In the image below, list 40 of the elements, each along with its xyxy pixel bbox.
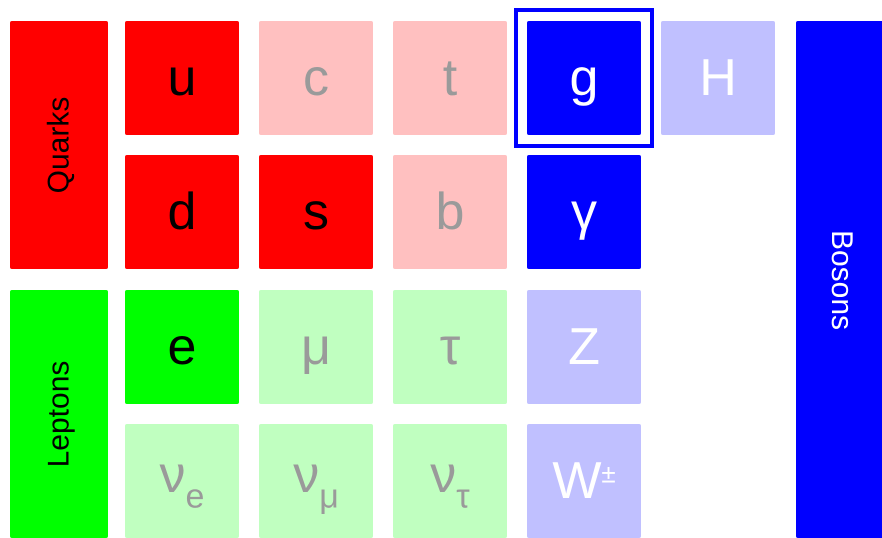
particle-tile (125, 424, 239, 538)
group-label: Leptons (42, 360, 76, 468)
group-band (10, 21, 108, 269)
particle-symbol: Z (568, 321, 600, 373)
particle-symbol: μ (301, 321, 331, 373)
particle-tile (393, 290, 507, 404)
particle-tile (125, 21, 239, 135)
particle-symbol: t (442, 52, 458, 104)
particle-symbol: ν$_{e}$ (160, 448, 204, 514)
group-band (796, 21, 882, 538)
group-band (10, 290, 108, 538)
group-label: Bosons (824, 229, 858, 330)
group-label: Quarks (42, 96, 76, 194)
particle-symbol: b (436, 186, 464, 238)
particle-tile (259, 21, 373, 135)
particle-tile (527, 21, 641, 135)
particle-symbol: u (168, 52, 196, 104)
particle-tile (527, 424, 641, 538)
particle-symbol: c (303, 52, 329, 104)
particle-tile (661, 21, 775, 135)
particle-symbol: W$^{±}$ (552, 455, 616, 507)
particle-tile (527, 155, 641, 269)
particle-tile (393, 21, 507, 135)
particle-symbol: ν$_{τ}$ (430, 448, 470, 514)
particle-symbol: e (168, 321, 196, 373)
particle-tile (125, 290, 239, 404)
particle-symbol: τ (440, 321, 460, 373)
particle-symbol: s (303, 186, 329, 238)
particle-tile (259, 290, 373, 404)
particle-symbol: γ (571, 186, 597, 238)
particle-tile (259, 424, 373, 538)
particle-tile (125, 155, 239, 269)
particle-symbol: ν$_{μ}$ (293, 448, 339, 514)
particle-tile (393, 155, 507, 269)
particle-tile (527, 290, 641, 404)
particle-symbol: H (699, 52, 737, 104)
particle-tile (393, 424, 507, 538)
particle-tile (259, 155, 373, 269)
particle-symbol: g (570, 52, 598, 104)
particle-symbol: d (168, 186, 196, 238)
